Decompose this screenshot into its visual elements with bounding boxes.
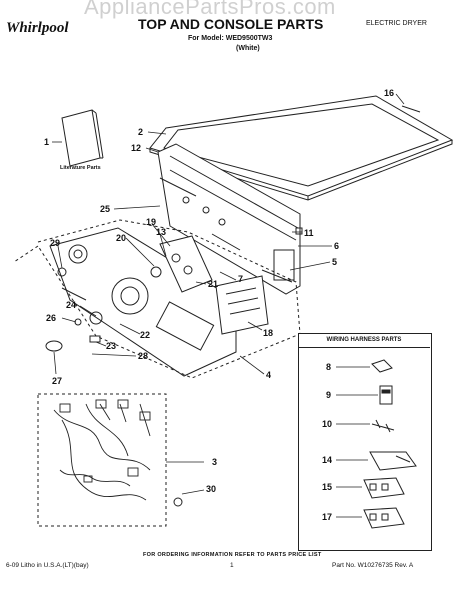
knob-part-13 [150,266,162,278]
callout-10: 10 [322,419,333,429]
color-line: (White) [236,45,260,52]
callout-3: 3 [212,457,218,467]
callout-2: 2 [138,127,144,137]
callout-24: 24 [66,300,77,310]
callout-9: 9 [326,390,332,400]
callout-5: 5 [332,257,338,267]
callout-28: 28 [138,351,149,361]
literature-booklet-shape [61,109,104,167]
callout-12: 12 [131,143,142,153]
callout-19: 19 [146,217,157,227]
litho-info: 6-09 Litho in U.S.A.(LT)(bay) [6,562,89,569]
callout-20: 20 [116,233,127,243]
callout-25: 25 [100,204,111,214]
callout-18: 18 [263,328,274,338]
callout-6: 6 [334,241,340,251]
console-frame-shape [157,143,301,295]
clip-part-11 [295,227,303,235]
control-panel-shape [49,227,237,377]
wiring-harness-parts-title: WIRING HARNESS PARTS [298,333,430,348]
page-number: 1 [230,562,234,569]
screw-part-23 [89,335,101,343]
callout-15: 15 [322,482,333,492]
callout-23: 23 [106,341,117,351]
callout-13: 13 [156,227,167,237]
product-type: ELECTRIC DRYER [366,20,427,27]
wiring-harness-parts-box [298,333,432,551]
callout-21: 21 [208,279,219,289]
part-number: Part No. W10276735 Rev. A [332,562,414,569]
watermark-text: AppliancePartsPros.com [84,0,336,19]
wiring-harness-shape [53,399,151,501]
callout-4: 4 [266,370,272,380]
callout-30: 30 [206,484,217,494]
callout-11: 11 [304,228,314,238]
knob-part-27 [45,340,63,352]
ordering-info: FOR ORDERING INFORMATION REFER TO PARTS … [143,552,322,558]
literature-parts-label: Literature Parts [60,165,101,171]
callout-16: 16 [384,88,395,98]
callout-27: 27 [52,376,63,386]
page-title: TOP AND CONSOLE PARTS [138,16,324,32]
callout-1: 1 [44,137,50,147]
callout-29: 29 [50,238,61,248]
fastener-part-30 [173,497,183,507]
knob-part-24 [89,311,103,325]
callout-14: 14 [322,455,333,465]
callout-22: 22 [140,330,151,340]
brand-logo: Whirlpool [6,20,69,36]
control-board-shape [159,235,269,335]
top-lid-shape [149,95,454,201]
callout-17: 17 [322,512,333,522]
callout-7: 7 [238,274,244,284]
model-line: For Model: WED9500TW3 [188,35,273,42]
callout-26: 26 [46,313,57,323]
screw-part-16 [401,105,421,113]
callout-8: 8 [326,362,332,372]
screw-part-5 [261,269,293,283]
